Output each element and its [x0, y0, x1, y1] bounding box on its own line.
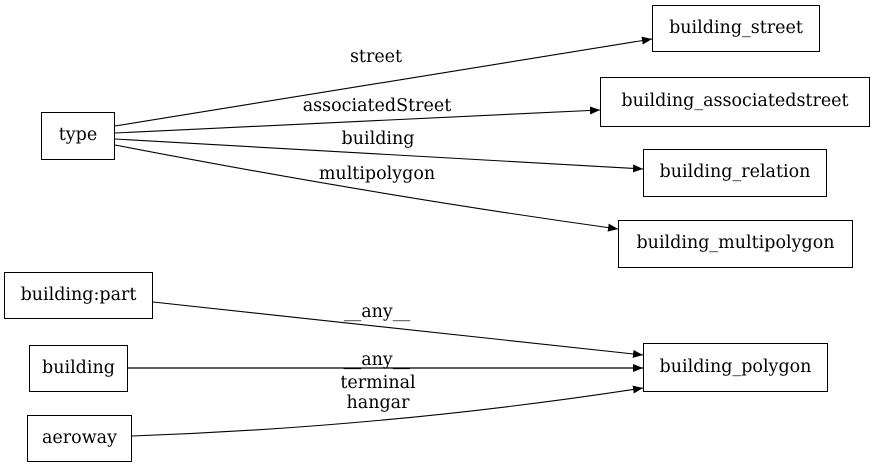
- node-building-part-label: building:part: [20, 284, 137, 305]
- edge-type-building_relation: [114, 138, 644, 173]
- node-building-multipolygon-label: building_multipolygon: [636, 233, 835, 254]
- node-type-label: type: [58, 125, 98, 146]
- node-building-multipolygon: building_multipolygon: [618, 220, 853, 268]
- node-building-part: building:part: [4, 272, 153, 319]
- node-building-street: building_street: [652, 5, 820, 52]
- edge-label-terminal-hangar: terminal hangar: [340, 373, 415, 413]
- edge-aeroway-building_polygon: [131, 385, 644, 437]
- edge-label-street: street: [349, 47, 403, 67]
- node-aeroway-label: aeroway: [42, 427, 117, 448]
- edge-label-any-building: __any__: [343, 350, 411, 370]
- node-aeroway: aeroway: [27, 415, 132, 462]
- node-building-relation-label: building_relation: [659, 162, 811, 183]
- edge-label-any-buildingpart: __any__: [343, 302, 411, 322]
- edge-label-terminal: terminal: [340, 373, 416, 393]
- node-building-associatedstreet-label: building_associatedstreet: [621, 91, 849, 112]
- edge-label-multipolygon: multipolygon: [318, 164, 436, 184]
- edge-type-building_street: [114, 36, 653, 127]
- node-building-street-label: building_street: [669, 17, 803, 38]
- edge-type-building_multipolygon: [114, 144, 619, 232]
- edge-type-building_associatedstreet: [114, 106, 601, 134]
- node-building-polygon-label: building_polygon: [659, 356, 812, 377]
- node-building: building: [29, 345, 128, 392]
- node-building-relation: building_relation: [643, 149, 827, 197]
- edge-buildingpart-building_polygon: [152, 301, 644, 358]
- node-building-polygon: building_polygon: [643, 343, 828, 392]
- edge-label-building: building: [341, 129, 415, 149]
- node-type: type: [41, 112, 115, 160]
- node-building-label: building: [42, 357, 115, 378]
- node-building-associatedstreet: building_associatedstreet: [600, 77, 870, 127]
- edge-label-associatedstreet: associatedStreet: [302, 96, 452, 116]
- edge-label-hangar: hangar: [346, 393, 410, 413]
